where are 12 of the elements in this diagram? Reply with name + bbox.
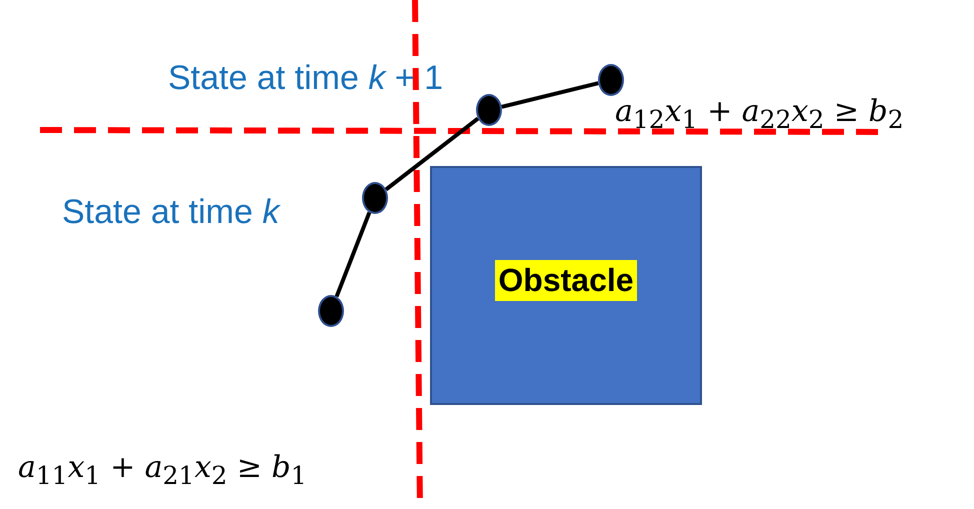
state-dot bbox=[362, 182, 388, 214]
trajectory-line bbox=[384, 116, 480, 192]
state-label: State at time k + 1 bbox=[168, 58, 443, 98]
obstacle-box bbox=[430, 166, 702, 405]
constraint-inequality: a$_{11}$x$_{1}$ + a$_{21}$x$_{2}$ ≥ b$_{1}$ bbox=[18, 449, 307, 492]
state-dot bbox=[598, 64, 624, 96]
trajectory-line bbox=[334, 212, 372, 298]
constraint-inequality: a$_{12}$x$_{1}$ + a$_{22}$x$_{2}$ ≥ b$_{2}$ bbox=[615, 93, 904, 136]
state-dot bbox=[476, 94, 502, 126]
state-dot bbox=[318, 295, 344, 327]
obstacle-label: Obstacle bbox=[495, 260, 637, 301]
state-label: State at time k bbox=[62, 192, 280, 232]
